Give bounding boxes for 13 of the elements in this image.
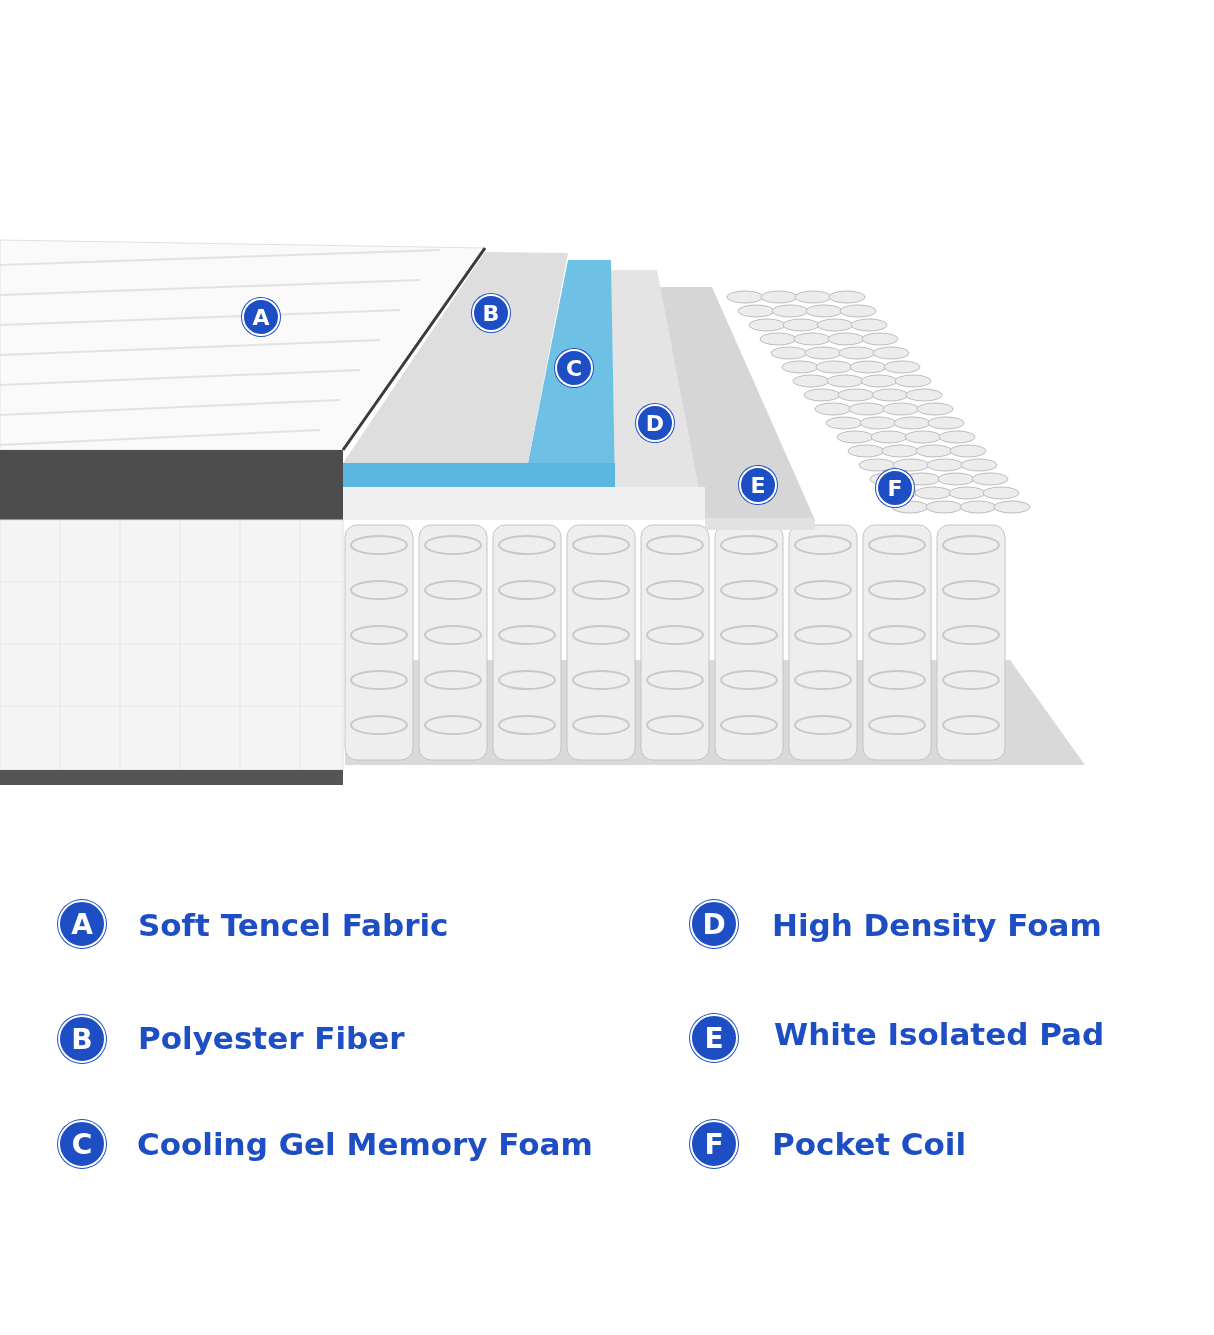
legend-text: Pocket Coil <box>772 1126 967 1164</box>
callout-letter: E <box>690 1014 738 1062</box>
callout-letter: D <box>690 900 738 948</box>
legend-text: Soft Tencel Fabric <box>138 907 449 945</box>
callout-letter: F <box>690 1120 738 1168</box>
callout-letter: A <box>58 900 106 948</box>
callout-letter: B <box>58 1015 106 1063</box>
legend-text: High Density Foam <box>772 907 1102 945</box>
legend-text: White Isolated Pad <box>774 1016 1105 1054</box>
callout-letter: F <box>876 469 914 507</box>
legend-text: Polyester Fiber <box>138 1020 405 1058</box>
callout-letter: C <box>58 1120 106 1168</box>
legend-text: Cooling Gel Memory Foam <box>137 1126 593 1164</box>
